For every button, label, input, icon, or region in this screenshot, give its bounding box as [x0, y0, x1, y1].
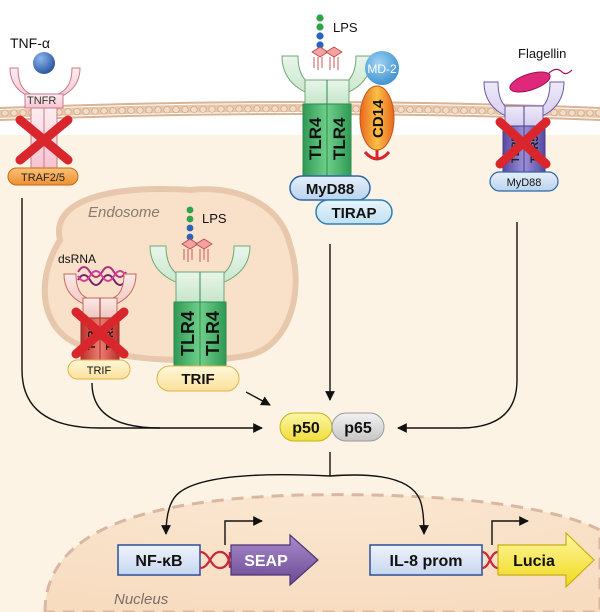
- tlr4-surface-b-label: TLR4: [330, 117, 349, 160]
- flagellin-ligand: [509, 68, 573, 93]
- endosome-label: Endosome: [88, 204, 160, 221]
- trif-tlr4-label: TRIF: [181, 371, 214, 388]
- tlr3-cross-icon: [71, 307, 129, 359]
- seap-transcription-start-arrow: [224, 516, 263, 545]
- myd88-tlr5-adaptor: MyD88: [489, 171, 559, 192]
- arrow-tlr4-endo-to-nfkb: [245, 391, 271, 406]
- p50-subunit: p50: [279, 412, 333, 442]
- nfkb-promoter-label: NF-κB: [135, 553, 182, 570]
- tirap-label: TIRAP: [332, 205, 377, 222]
- cd14-protein: CD14: [359, 85, 395, 161]
- tlr4-endo-b-label: TLR4: [203, 311, 223, 356]
- lucia-transcription-start-arrow: [491, 516, 529, 545]
- p65-subunit: p65: [331, 412, 385, 442]
- arrow-nfkb-to-lucia: [329, 474, 429, 535]
- trif-tlr3-label: TRIF: [87, 365, 112, 377]
- signal-arrows: [21, 198, 518, 535]
- arrow-tlr3-to-nfkb: [91, 382, 161, 429]
- md2-protein: MD-2: [365, 51, 399, 85]
- arrow-tnfr-to-nfkb: [21, 198, 263, 433]
- lucia-reporter-construct: IL-8 prom Lucia: [369, 516, 595, 589]
- il8-promoter-label: IL-8 prom: [390, 553, 463, 570]
- seap-label: SEAP: [244, 553, 288, 570]
- nfkb-promoter-box: [117, 544, 201, 576]
- tnfr-label: TNFR: [27, 95, 56, 107]
- myd88-tlr4-adaptor: MyD88: [289, 175, 371, 201]
- nfkb-dimer: p50 p65: [279, 412, 385, 442]
- myd88-tlr5-label: MyD88: [507, 177, 542, 189]
- md2-label: MD-2: [367, 62, 397, 76]
- seap-reporter-construct: NF-κB SEAP: [117, 516, 319, 587]
- dna-helix-right: [481, 550, 499, 570]
- arrow-nfkb-to-seap: [161, 474, 331, 535]
- dna-helix-left: [199, 550, 232, 570]
- dsrna-label: dsRNA: [58, 252, 96, 266]
- p50-label: p50: [292, 420, 320, 437]
- tlr4-endosome-receptor: LPS TLR4 TLR4: [149, 206, 251, 369]
- lps-surface-label: LPS: [333, 20, 358, 35]
- lucia-label: Lucia: [513, 553, 555, 570]
- tnf-alpha-ligand: [33, 52, 55, 74]
- tnfr-cross-icon: [15, 115, 73, 165]
- tnf-alpha-label: TNF-α: [10, 35, 50, 51]
- lps-endosome-ligand: [181, 206, 213, 262]
- tlr4-surface-receptor: LPS TLR4 TLR4 MD-2 CD14: [281, 14, 399, 177]
- seap-gene-arrow: [230, 533, 319, 587]
- tlr5-cross-icon: [495, 117, 551, 169]
- lucia-gene-arrow: [497, 531, 595, 589]
- arrow-tlr5-to-nfkb: [397, 222, 518, 433]
- trif-tlr4-adaptor: TRIF: [156, 365, 240, 392]
- p65-label: p65: [344, 420, 372, 437]
- il8-promoter-box: [369, 544, 483, 576]
- tirap-adaptor: TIRAP: [315, 199, 393, 225]
- lps-surface-ligand: [311, 14, 343, 70]
- myd88-tlr4-label: MyD88: [306, 181, 354, 198]
- nucleus: [43, 493, 600, 612]
- traf-adaptor: TRAF2/5: [7, 167, 79, 186]
- flagellin-label: Flagellin: [518, 46, 566, 61]
- traf-label: TRAF2/5: [21, 172, 65, 184]
- tlr4-surface-a-label: TLR4: [306, 117, 325, 160]
- tlr4-endo-a-label: TLR4: [178, 311, 198, 356]
- dsrna-ligand: [77, 266, 127, 286]
- nucleus-label: Nucleus: [114, 591, 169, 608]
- lps-endosome-label: LPS: [202, 211, 227, 226]
- tlr3-receptor: dsRNA TLR3 TLR3: [58, 252, 137, 361]
- trif-tlr3-adaptor: TRIF: [67, 359, 131, 380]
- cd14-label: CD14: [370, 99, 387, 138]
